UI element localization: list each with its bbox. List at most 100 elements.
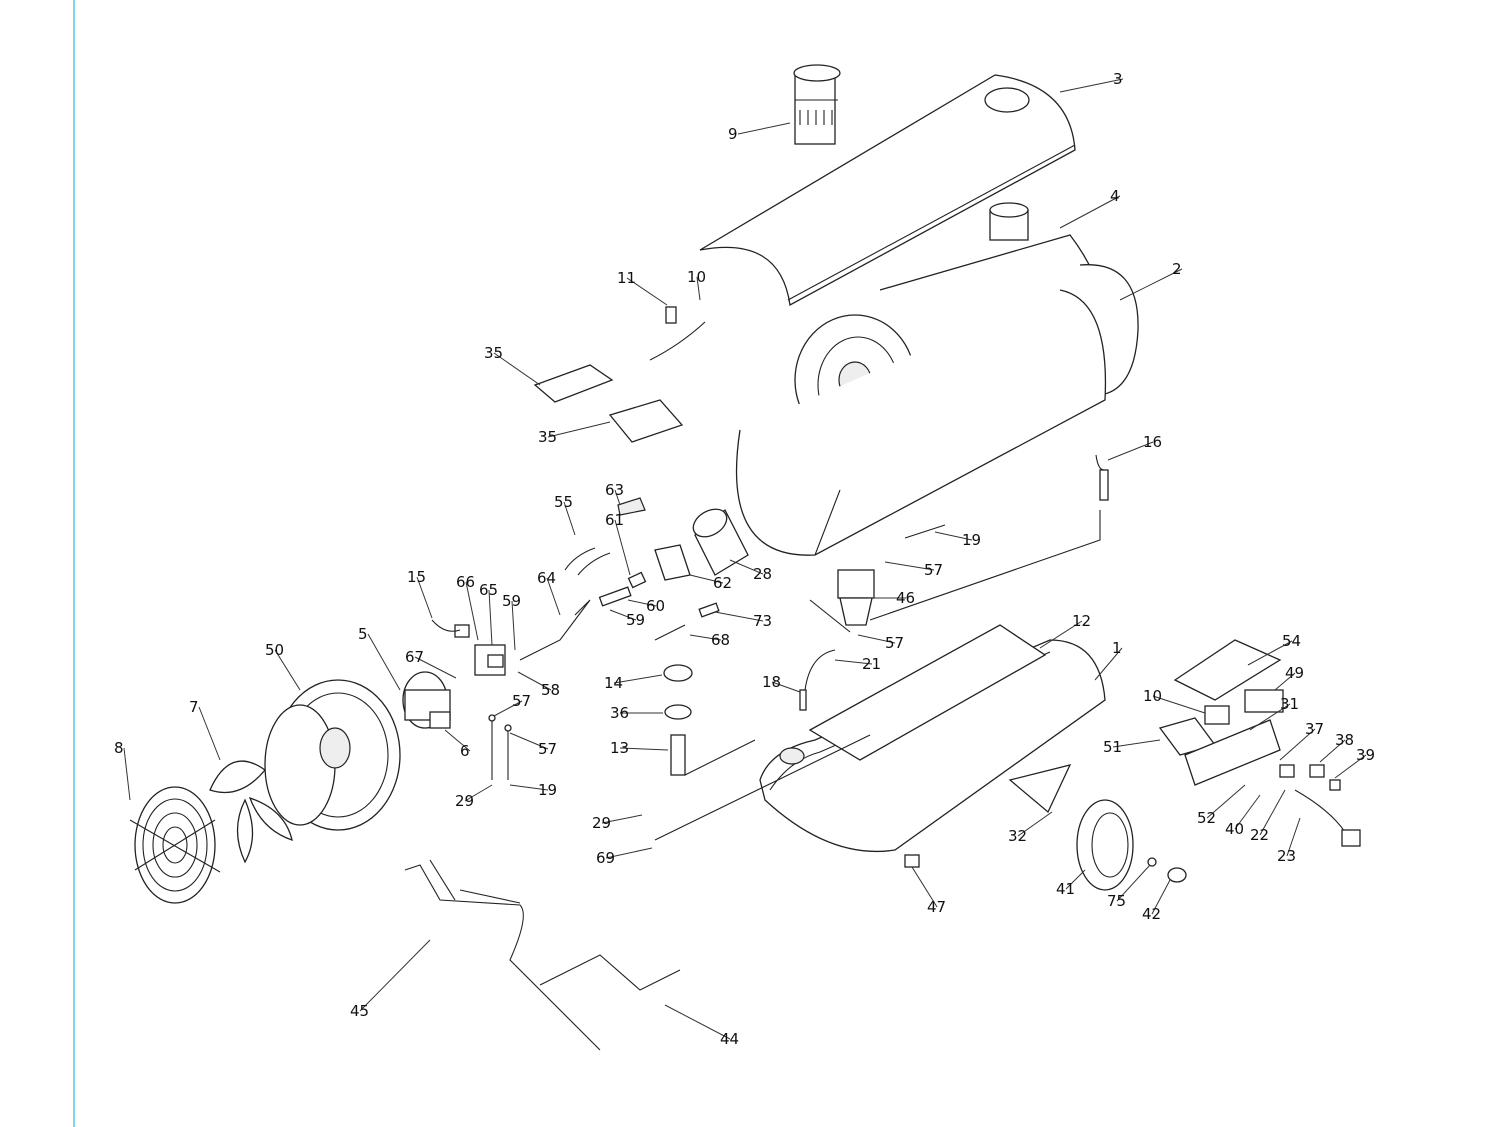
callout-number: 14: [604, 674, 623, 692]
callout-leader: [1334, 754, 1367, 779]
callout-number: 59: [626, 611, 645, 629]
panel-cover: [1173, 639, 1282, 701]
callout-number: 9: [728, 125, 738, 143]
return-hose: [804, 649, 836, 691]
callout-number: 31: [1280, 695, 1299, 713]
callout-number: 57: [924, 561, 943, 579]
callout-leader: [1279, 728, 1316, 761]
callout-number: 3: [1113, 70, 1123, 88]
callout-number: 19: [962, 531, 981, 549]
callout-number: 42: [1142, 905, 1161, 923]
callout-leader: [934, 531, 973, 541]
callout-number: 44: [720, 1030, 739, 1048]
relay: [1204, 705, 1230, 725]
callout-leader: [1017, 811, 1053, 837]
callout-number: 38: [1335, 731, 1354, 749]
callout-leader: [1059, 195, 1121, 229]
callout-leader: [123, 747, 131, 801]
washer: [1147, 857, 1157, 867]
ignition-cable-a: [564, 547, 596, 571]
callout-leader: [614, 519, 631, 576]
callout-number: 68: [711, 631, 730, 649]
control-box: [1184, 719, 1281, 786]
thermostat-knob: [1309, 764, 1325, 778]
callout-number: 67: [405, 648, 424, 666]
callout-number: 11: [617, 269, 636, 287]
callout-number: 22: [1250, 826, 1269, 844]
callout-number: 62: [713, 574, 732, 592]
callout-number: 4: [1110, 187, 1120, 205]
callout-leader: [627, 599, 657, 607]
nozzle-holder: [598, 586, 632, 607]
callout-number: 12: [1072, 612, 1091, 630]
callout-number: 41: [1056, 880, 1075, 898]
callout-number: 29: [592, 814, 611, 832]
callout-number: 52: [1197, 809, 1216, 827]
tank-cap: [663, 664, 693, 682]
callout-leader: [546, 577, 561, 616]
callout-number: 64: [537, 569, 556, 587]
callout-leader: [493, 352, 541, 386]
callout-number: 58: [541, 681, 560, 699]
callout-leader: [416, 576, 433, 619]
callout-leader: [689, 634, 722, 641]
ignition-cable-b: [577, 552, 611, 576]
hubcap: [1167, 867, 1187, 883]
fuel-filter: [670, 734, 686, 776]
callout-leader: [613, 674, 663, 684]
callout-leader: [511, 600, 516, 651]
callout-leader: [1234, 794, 1261, 830]
callout-leader: [493, 700, 523, 717]
callout-number: 29: [455, 792, 474, 810]
callout-number: 47: [927, 898, 946, 916]
fuel-pump: [474, 644, 506, 676]
callout-number: 28: [753, 565, 772, 583]
callout-leader: [414, 656, 457, 679]
callout-number: 6: [460, 742, 470, 760]
callout-leader: [1259, 789, 1286, 836]
handle-frame-inner: [429, 859, 456, 901]
clamp: [698, 602, 720, 618]
callout-number: 50: [265, 641, 284, 659]
callout-leader: [367, 633, 401, 691]
callout-leader: [1319, 739, 1346, 763]
fuel-hose: [904, 524, 946, 539]
callout-leader: [563, 501, 576, 536]
wheel: [1076, 799, 1134, 891]
callout-number: 8: [114, 739, 124, 757]
rear-frame: [539, 954, 681, 991]
cap-gasket: [664, 704, 692, 720]
callout-leader: [601, 814, 643, 824]
callout-number: 45: [350, 1002, 369, 1020]
callout-number: 1: [1112, 639, 1122, 657]
callout-leader: [1116, 864, 1151, 902]
callout-number: 57: [538, 740, 557, 758]
callout-leader: [857, 634, 896, 644]
callout-number: 23: [1277, 847, 1296, 865]
power-cord: [1294, 789, 1346, 833]
callout-leader: [1152, 695, 1206, 714]
callout-number: 2: [1172, 260, 1182, 278]
callout-number: 46: [896, 589, 915, 607]
callout-leader: [605, 847, 653, 859]
callout-leader: [1249, 703, 1291, 731]
callout-number: 75: [1107, 892, 1126, 910]
callout-number: 18: [762, 673, 781, 691]
callout-leader: [488, 589, 493, 646]
handle-frame: [404, 864, 601, 1051]
callout-leader: [465, 581, 479, 641]
callout-number: 39: [1356, 746, 1375, 764]
callout-number: 37: [1305, 720, 1324, 738]
top-cover: [699, 74, 1076, 307]
callout-leader: [1119, 268, 1183, 301]
callout-leader: [274, 649, 301, 691]
frame-rail: [808, 624, 1047, 761]
callout-number: 55: [554, 493, 573, 511]
callout-number: 63: [605, 481, 624, 499]
callout-number: 69: [596, 849, 615, 867]
callout-number: 16: [1143, 433, 1162, 451]
callout-leader: [614, 489, 621, 506]
callout-number: 65: [479, 581, 498, 599]
callout-number: 15: [407, 568, 426, 586]
